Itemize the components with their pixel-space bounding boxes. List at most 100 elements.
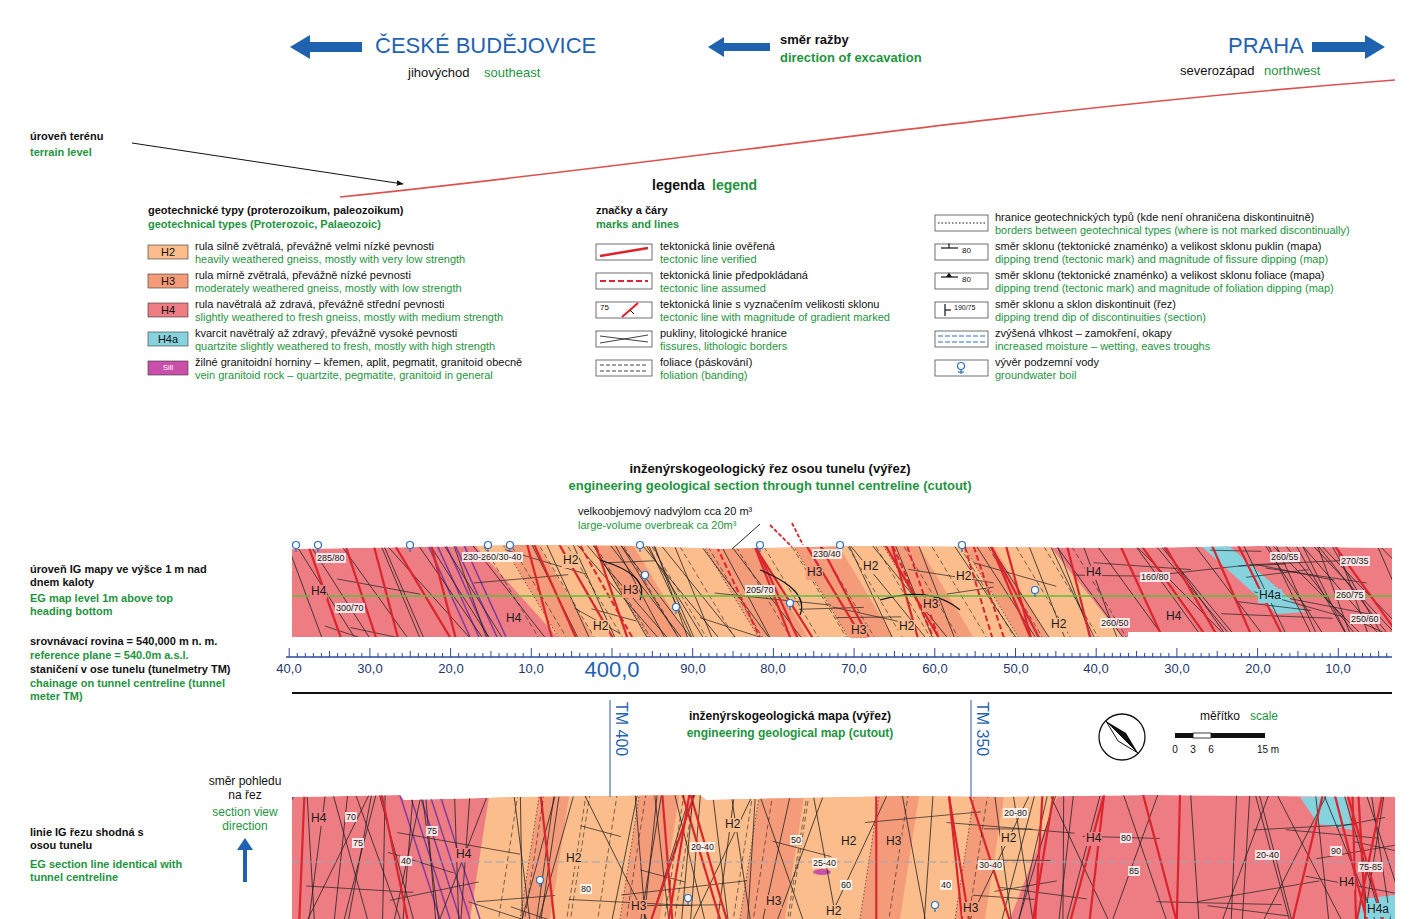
groundwater-symbol	[934, 909, 935, 913]
geological-map	[541, 793, 555, 919]
groundwater-symbol	[507, 542, 514, 549]
geotechnical-type: H2	[862, 560, 879, 574]
chainage-ruler	[1217, 651, 1218, 657]
scale-bar	[1175, 733, 1193, 738]
note-label: section view direction	[200, 806, 290, 834]
geological-map	[394, 793, 422, 919]
geological-section	[1314, 538, 1415, 642]
geological-section	[645, 538, 694, 642]
chainage-ruler	[1039, 653, 1040, 657]
chainage-ruler	[329, 651, 330, 657]
geological-map	[420, 795, 460, 919]
chainage-ruler	[531, 648, 532, 657]
groundwater-symbol	[539, 884, 540, 888]
geological-map	[740, 790, 805, 919]
chainage-ruler	[926, 653, 927, 657]
chainage-ruler	[1241, 653, 1242, 657]
chainage-ruler	[442, 653, 443, 657]
chainage-ruler	[1023, 653, 1024, 657]
geotechnical-type: H2	[825, 905, 842, 919]
dip-value: 40	[400, 856, 412, 866]
scale-value: 3	[1190, 744, 1196, 756]
geotechnical-type: H3	[765, 895, 782, 909]
dip-value: 75	[426, 826, 438, 836]
geological-map	[651, 793, 691, 919]
geotechnical-type: H3	[806, 566, 823, 580]
geological-map	[640, 870, 685, 882]
geological-section	[529, 538, 580, 642]
chainage-ruler	[1120, 653, 1121, 657]
geological-section	[1256, 564, 1335, 580]
city-label: PRAHA	[1228, 33, 1304, 58]
chainage-ruler	[1265, 653, 1266, 657]
geological-section	[1065, 538, 1091, 642]
geological-map	[344, 793, 377, 919]
chainage-ruler	[733, 651, 734, 657]
geological-map	[439, 793, 489, 919]
geological-section	[607, 561, 656, 563]
direction-arrows	[708, 37, 770, 57]
chainage-ruler	[910, 653, 911, 657]
view-direction-arrow	[237, 838, 253, 850]
geotechnical-type: H4	[1085, 566, 1102, 580]
chainage-ruler	[289, 648, 290, 657]
chainage-number: 400,0	[584, 657, 639, 682]
legend-line-samples	[958, 371, 964, 372]
sample-value: 80	[962, 246, 971, 255]
chainage-ruler	[854, 648, 855, 657]
geotechnical-type: H4	[1338, 876, 1355, 890]
legend-line-samples	[596, 273, 652, 289]
chainage-ruler	[620, 653, 621, 657]
geological-map	[888, 793, 908, 919]
groundwater-symbol	[637, 542, 644, 549]
legend-text: vývěr podzemní vody	[995, 356, 1099, 369]
geological-map	[924, 793, 933, 919]
geological-map	[1347, 793, 1384, 919]
chainage-ruler	[1071, 653, 1072, 657]
chainage-ruler	[1386, 653, 1387, 657]
groundwater-symbol	[932, 902, 939, 909]
chainage-ruler	[1306, 653, 1307, 657]
section-title: direction of excavation	[780, 51, 922, 66]
chainage-number: 20,0	[438, 662, 463, 677]
geotechnical-type: H2	[840, 835, 857, 849]
geological-map	[759, 793, 804, 919]
geological-section	[1160, 538, 1221, 642]
legend-text: tektonická linie předpokládaná	[660, 269, 808, 282]
groundwater-symbol	[687, 902, 688, 906]
chainage-ruler	[942, 653, 943, 657]
legend-line-samples	[938, 341, 985, 342]
legend-text: směr sklonu a sklon diskontinuit (řez)	[995, 298, 1176, 311]
chainage-ruler	[1136, 651, 1137, 657]
dip-value: 25-40	[812, 858, 837, 868]
chainage-number: 40,0	[276, 662, 301, 677]
geological-map	[664, 793, 684, 919]
geological-map	[1033, 793, 1054, 919]
side-label: EG section line identical with tunnel ce…	[30, 858, 200, 883]
groundwater-symbol	[789, 607, 790, 611]
north-arrow	[1099, 714, 1145, 760]
legend-line-samples	[938, 223, 985, 224]
geological-map	[1000, 887, 1087, 899]
groundwater-symbol	[295, 549, 296, 553]
scale-bar	[1211, 733, 1265, 738]
chainage-ruler	[402, 653, 403, 657]
geological-section	[1047, 538, 1097, 642]
chainage-ruler	[684, 653, 685, 657]
chainage-ruler	[773, 648, 774, 657]
geological-section	[1388, 538, 1419, 642]
geological-map	[690, 793, 727, 919]
dip-value: 300/70	[335, 603, 365, 613]
legend-line-samples	[596, 244, 652, 260]
geological-map	[674, 793, 694, 919]
map-title: inženýrskogeologická mapa (výřez)	[689, 710, 891, 724]
legend-swatch	[148, 332, 188, 346]
direction-label: severozápad	[1180, 64, 1254, 79]
geological-map	[1366, 793, 1409, 919]
legend-text: žilné granitoidní horniny – křemen, apli…	[195, 356, 522, 369]
dip-value: 70	[345, 812, 357, 822]
geotechnical-type: H2	[565, 852, 582, 866]
geological-map	[476, 896, 555, 902]
groundwater-symbol	[673, 604, 680, 611]
chainage-ruler	[1047, 653, 1048, 657]
